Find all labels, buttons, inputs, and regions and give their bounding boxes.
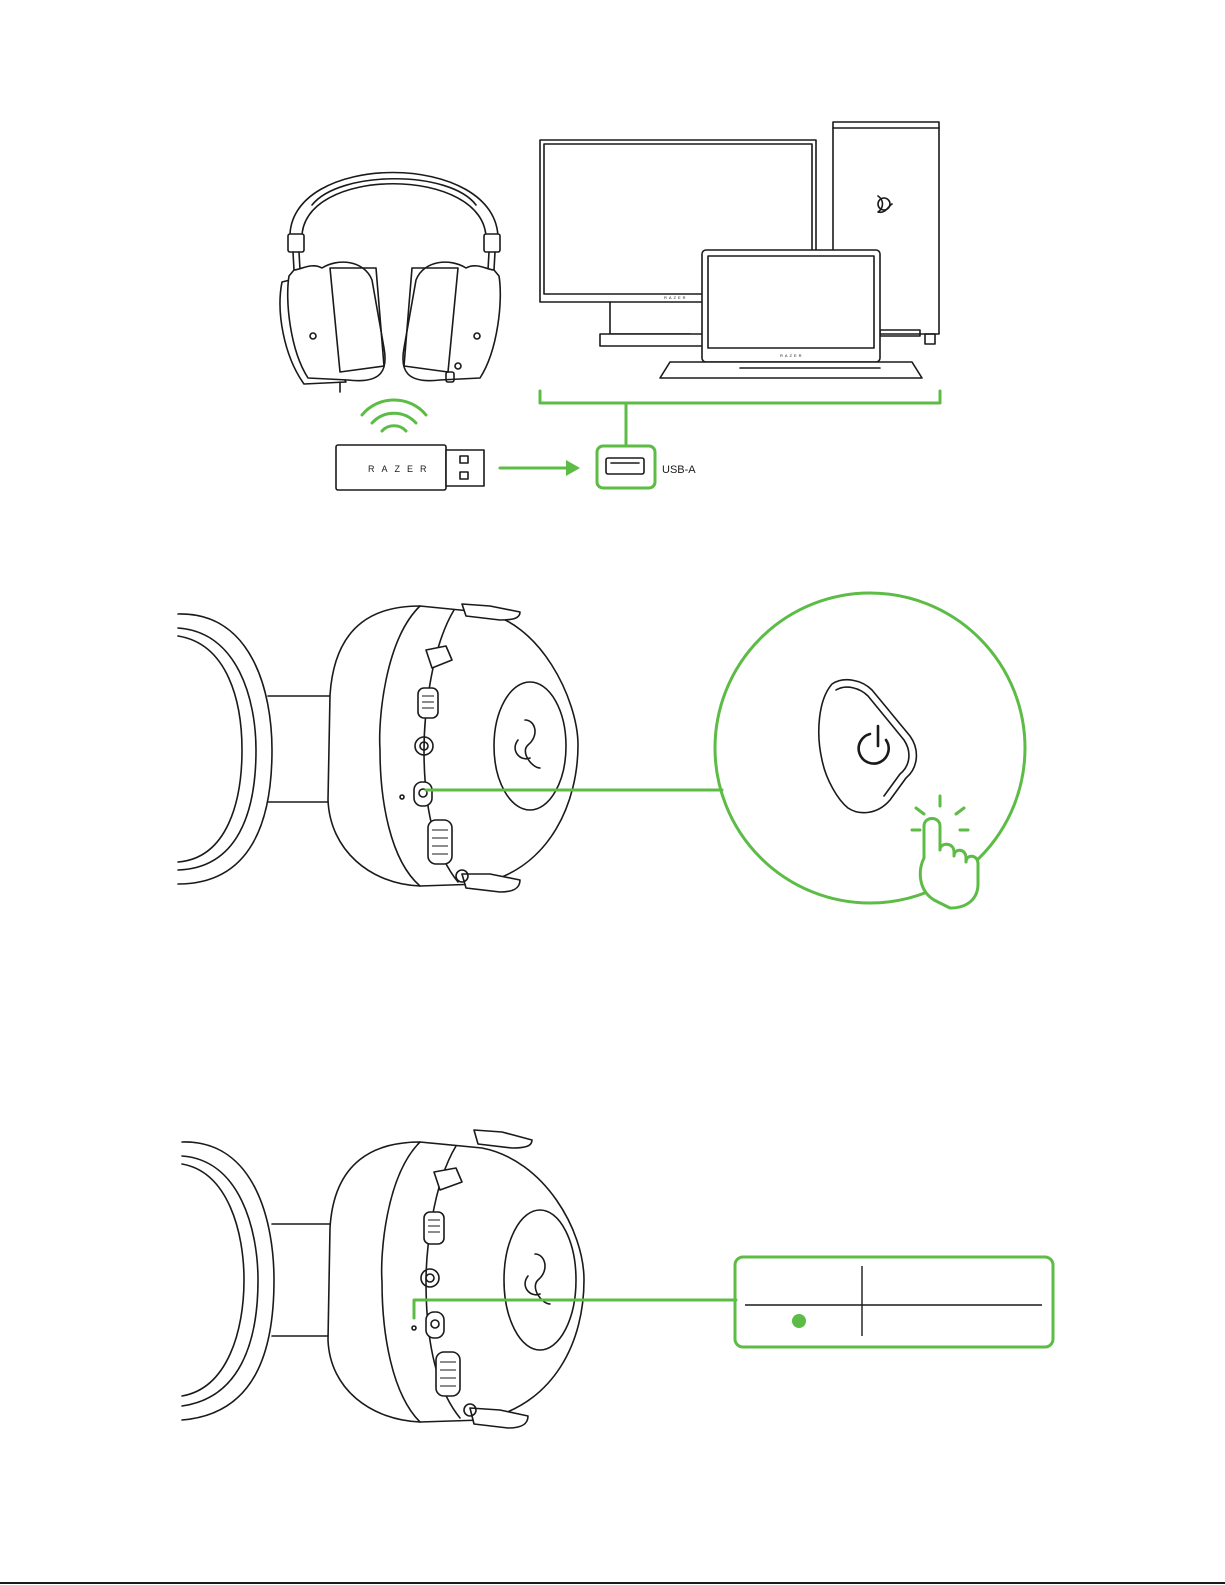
finger-press-icon [912,796,978,908]
wireless-signal-icon [362,400,426,431]
device-bracket [540,391,940,446]
monitor-brand-text: RAZER [664,295,688,300]
headset-front-view [280,173,500,393]
insert-arrow [500,460,580,476]
laptop-brand-text: RAZER [780,353,804,358]
headset-side-view-2 [182,1130,584,1428]
usb-a-port: USB-A [597,446,696,488]
led-status-table [735,1257,1053,1347]
headset-side-view [178,604,578,892]
port-label: USB-A [662,464,696,476]
power-button-callout [715,593,1025,903]
figure-3-status-indicator [182,1130,1053,1428]
led-indicator-dot [792,1314,806,1328]
dongle-brand-text: RAZER [368,464,434,474]
figure-1-wireless-connection: RAZER USB-A RAZER [280,122,940,490]
usb-dongle: RAZER [336,445,484,490]
figure-2-power-on [178,593,1025,908]
